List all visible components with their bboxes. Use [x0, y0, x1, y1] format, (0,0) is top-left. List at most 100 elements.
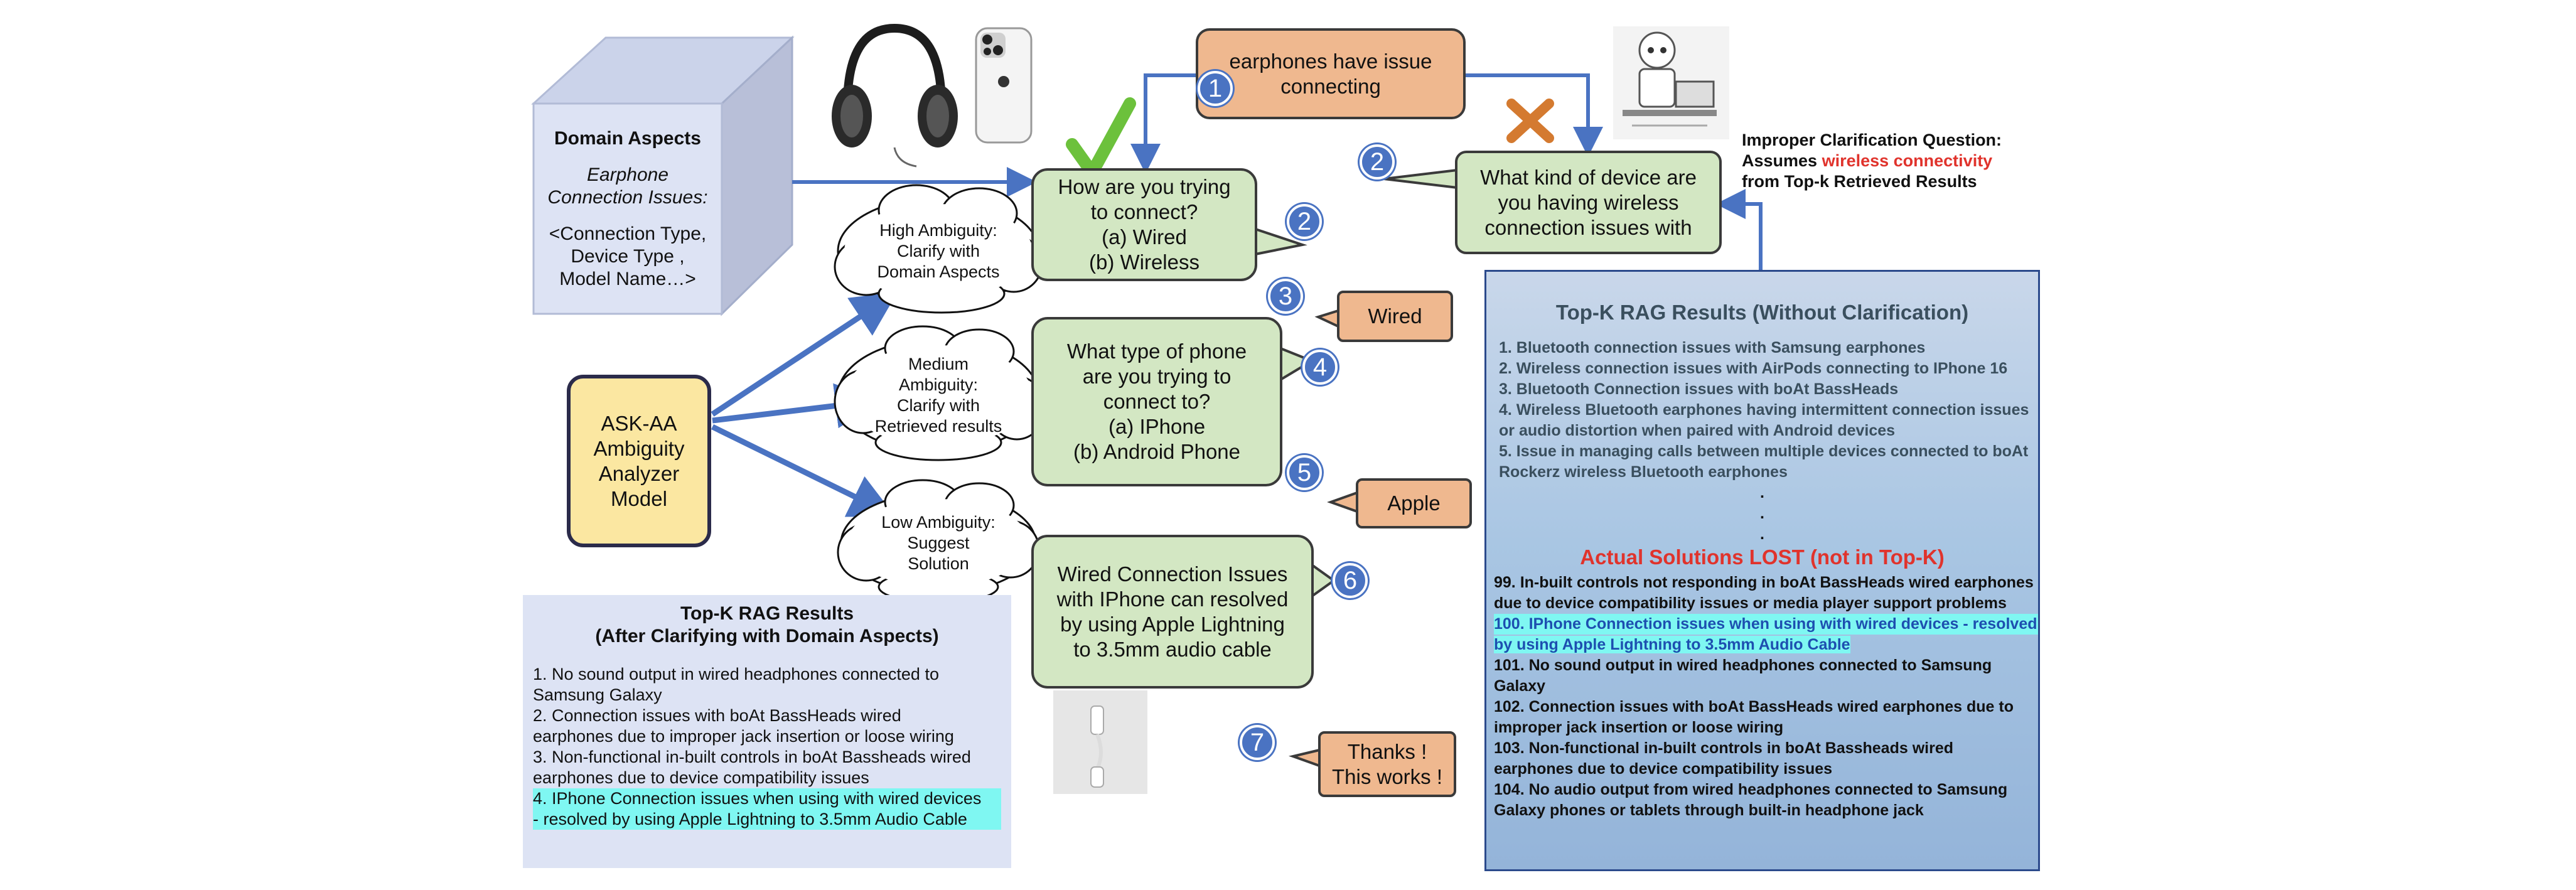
solution-line-2: with IPhone can resolved — [1056, 587, 1289, 611]
user-query-line-1: earphones have issue — [1229, 49, 1432, 73]
improper-line-2-prefix: Assumes — [1742, 151, 1822, 170]
lost-104b: Galaxy phones or tablets through built-i… — [1494, 802, 1924, 819]
model-line-2: Ambiguity — [593, 436, 685, 460]
cloud-high-text: High Ambiguity: Clarify with Domain Aspe… — [851, 213, 1026, 289]
step-badge-2-right: 2 — [1360, 144, 1395, 180]
solution-bubble: Wired Connection Issues with IPhone can … — [1031, 535, 1314, 689]
rag-after-item-3b: earphones due to device compatibility is… — [533, 768, 869, 787]
headphones-icon — [832, 23, 958, 168]
domain-aspects-cube — [531, 35, 795, 316]
cloud-medium-text: Medium Ambiguity: Clarify with Retrieved… — [844, 348, 1033, 442]
lost-104a: 104. No audio output from wired headphon… — [1494, 781, 2008, 798]
answer-wired: Wired — [1337, 291, 1453, 342]
q-connect-line-3: (a) Wired — [1102, 225, 1187, 249]
q-phone-line-4: (a) IPhone — [1108, 415, 1206, 438]
rag-without-item: 4. Wireless Bluetooth earphones having i… — [1499, 401, 2029, 419]
bad-q-line-2: you having wireless — [1498, 190, 1679, 214]
lost-101b: Galaxy — [1494, 677, 1546, 695]
arrow-query-to-question — [1130, 73, 1196, 174]
domain-aspects-2: Device Type , — [571, 245, 685, 267]
improper-line-2: Assumes wireless connectivity — [1742, 151, 2005, 171]
lost-100b: by using Apple Lightning to 3.5mm Audio … — [1494, 636, 1850, 653]
thanks-line-1: Thanks ! — [1347, 739, 1427, 763]
cloud-low-text: Low Ambiguity: Suggest Solution — [851, 505, 1026, 581]
bad-q-line-1: What kind of device are — [1480, 165, 1697, 189]
lost-list: 99. In-built controls not responding in … — [1486, 570, 2038, 821]
cloud-medium-line-3: Clarify with — [896, 396, 980, 415]
ellipsis-dot-3: . — [1760, 525, 1764, 543]
model-line-4: Model — [611, 486, 667, 510]
cloud-low-line-3: Solution — [908, 554, 969, 573]
rag-after-item-4: 4. IPhone Connection issues when using w… — [533, 788, 1001, 830]
step-badge-6: 6 — [1333, 563, 1368, 598]
rag-without-item: or audio distortion when paired with And… — [1499, 422, 1896, 439]
check-icon — [1066, 97, 1136, 179]
q-connect-line-1: How are you trying — [1058, 175, 1231, 198]
domain-aspects-title: Domain Aspects — [554, 127, 701, 149]
rag-without-title: Top-K RAG Results (Without Clarification… — [1555, 301, 1969, 324]
user-query-box: earphones have issue connecting — [1196, 28, 1466, 119]
step-badge-5: 5 — [1287, 455, 1322, 490]
cross-icon — [1506, 99, 1554, 143]
q-phone-line-5: (b) Android Phone — [1073, 440, 1240, 463]
q-connect-line-2: to connect? — [1090, 200, 1198, 223]
arrow-model-to-high — [711, 292, 898, 417]
answer-apple: Apple — [1356, 478, 1472, 528]
cloud-low-line-1: Low Ambiguity: — [881, 512, 996, 532]
lightning-cable-icon — [1053, 690, 1147, 794]
improper-line-3: from Top-k Retrieved Results — [1742, 172, 1977, 191]
rag-without-ellipsis: . . . — [1486, 483, 2038, 545]
improper-line-2-highlight: wireless connectivity — [1822, 151, 1993, 170]
question-connect-bubble: How are you trying to connect? (a) Wired… — [1031, 168, 1257, 281]
domain-aspects-box: Domain Aspects Earphone Connection Issue… — [534, 104, 722, 314]
robot-icon — [1613, 26, 1729, 139]
ellipsis-dot-2: . — [1760, 505, 1764, 522]
user-query-line-2: connecting — [1280, 74, 1381, 98]
rag-without-item: Rockerz wireless Bluetooth earphones — [1499, 463, 1788, 481]
rag-without-panel: Top-K RAG Results (Without Clarification… — [1484, 270, 2040, 871]
rag-without-item: 3. Bluetooth Connection issues with boAt… — [1499, 380, 1899, 398]
q-phone-line-2: are you trying to — [1082, 365, 1232, 388]
rag-without-item: 2. Wireless connection issues with AirPo… — [1499, 360, 2008, 377]
tail-thanks — [1288, 748, 1321, 768]
rag-after-item-4b: - resolved by using Apple Lightning to 3… — [533, 809, 1001, 830]
solution-line-4: to 3.5mm audio cable — [1073, 637, 1272, 661]
rag-after-item-1a: 1. No sound output in wired headphones c… — [533, 665, 939, 684]
lost-102b: improper jack insertion or loose wiring — [1494, 719, 1784, 736]
improper-question-note: Improper Clarification Question: Assumes… — [1742, 130, 2005, 192]
cloud-medium-line-4: Retrieved results — [874, 417, 1002, 436]
lost-101a: 101. No sound output in wired headphones… — [1494, 657, 1992, 674]
tail-wired — [1314, 309, 1339, 329]
rag-without-list: 1. Bluetooth connection issues with Sams… — [1486, 325, 2038, 483]
iphone-icon — [975, 27, 1033, 144]
rag-after-panel: Top-K RAG Results (After Clarifying with… — [523, 595, 1011, 868]
model-line-3: Analyzer — [598, 461, 680, 485]
tail-solution — [1311, 562, 1336, 599]
bad-question-bubble: What kind of device are you having wirel… — [1455, 151, 1722, 254]
q-connect-line-4: (b) Wireless — [1088, 250, 1199, 274]
rag-after-item-2a: 2. Connection issues with boAt BassHeads… — [533, 706, 901, 725]
domain-subtitle-2: Connection Issues: — [547, 186, 708, 208]
domain-subtitle-1: Earphone — [586, 164, 669, 185]
bad-q-line-3: connection issues with — [1484, 215, 1692, 239]
improper-line-1: Improper Clarification Question: — [1742, 131, 2002, 149]
step-badge-2-left: 2 — [1287, 204, 1322, 239]
thanks-line-2: This works ! — [1331, 764, 1443, 788]
arrow-query-to-badquestion — [1462, 73, 1603, 157]
lost-100a: 100. IPhone Connection issues when using… — [1494, 614, 2038, 635]
lost-title: Actual Solutions LOST (not in Top-K) — [1580, 545, 1945, 569]
cloud-low-line-2: Suggest — [907, 533, 970, 552]
step-badge-3: 3 — [1268, 279, 1303, 314]
domain-aspects-1: <Connection Type, — [549, 223, 707, 244]
model-line-1: ASK-AA — [601, 411, 677, 435]
rag-without-item: 1. Bluetooth connection issues with Sams… — [1499, 339, 1926, 357]
step-badge-1: 1 — [1198, 71, 1233, 106]
arrow-model-to-low — [711, 424, 896, 517]
lost-102a: 102. Connection issues with boAt BassHea… — [1494, 698, 2014, 716]
rag-after-title-2: (After Clarifying with Domain Aspects) — [595, 626, 939, 646]
cloud-medium-line-1: Medium — [908, 355, 969, 373]
rag-after-item-1b: Samsung Galaxy — [533, 685, 662, 704]
cloud-high-line-2: Clarify with — [896, 241, 980, 260]
rag-without-item: 5. Issue in managing calls between multi… — [1499, 442, 2029, 460]
